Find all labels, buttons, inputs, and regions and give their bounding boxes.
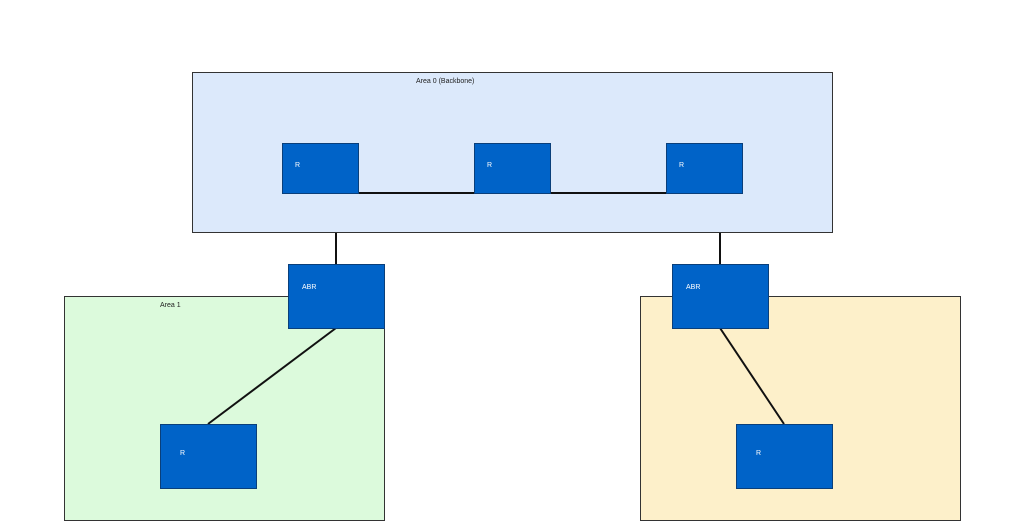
router-backbone-center[interactable]: R — [474, 143, 551, 194]
router-label: R — [180, 450, 186, 457]
router-label: R — [679, 162, 685, 169]
area-1-label: Area 1 — [160, 302, 181, 309]
router-label: R — [487, 162, 493, 169]
abr-left[interactable]: ABR — [288, 264, 385, 329]
area-0-backbone-label: Area 0 (Backbone) — [416, 78, 475, 85]
abr-label: ABR — [686, 284, 701, 291]
router-backbone-right[interactable]: R — [666, 143, 743, 194]
router-area-2[interactable]: R — [736, 424, 833, 489]
router-label: R — [295, 162, 301, 169]
abr-label: ABR — [302, 284, 317, 291]
router-label: R — [756, 450, 762, 457]
area-2-box — [640, 296, 961, 521]
abr-right[interactable]: ABR — [672, 264, 769, 329]
router-area-1[interactable]: R — [160, 424, 257, 489]
router-backbone-left[interactable]: R — [282, 143, 359, 194]
